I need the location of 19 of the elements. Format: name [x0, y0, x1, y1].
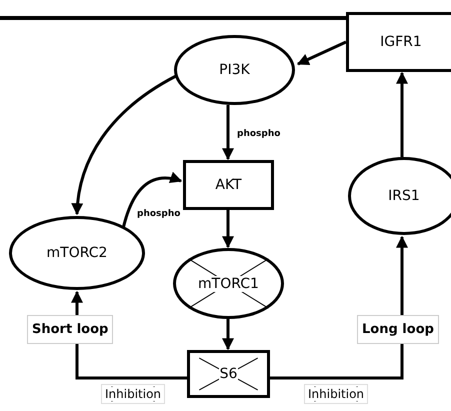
arrow — [122, 172, 182, 230]
arrow — [222, 319, 234, 350]
edge-label: Long loop — [357, 315, 439, 344]
crossed-out-label: Inhibition — [101, 384, 166, 404]
node-label: S6 — [218, 366, 238, 382]
rectangle-node — [346, 12, 451, 72]
arrow — [396, 72, 408, 157]
edge-label: phospho — [236, 128, 282, 140]
arrow — [222, 105, 234, 160]
edge-label: phospho — [136, 208, 182, 220]
arrow — [296, 40, 347, 66]
arrow — [222, 210, 234, 248]
arrow — [270, 236, 408, 380]
rectangle-node — [183, 160, 274, 210]
edge-label: Short loop — [27, 315, 114, 344]
node-label: mTORC1 — [197, 276, 260, 292]
crossed-out-label: Inhibition — [304, 384, 368, 404]
arrow — [72, 74, 177, 216]
rectangle-node — [187, 350, 270, 398]
